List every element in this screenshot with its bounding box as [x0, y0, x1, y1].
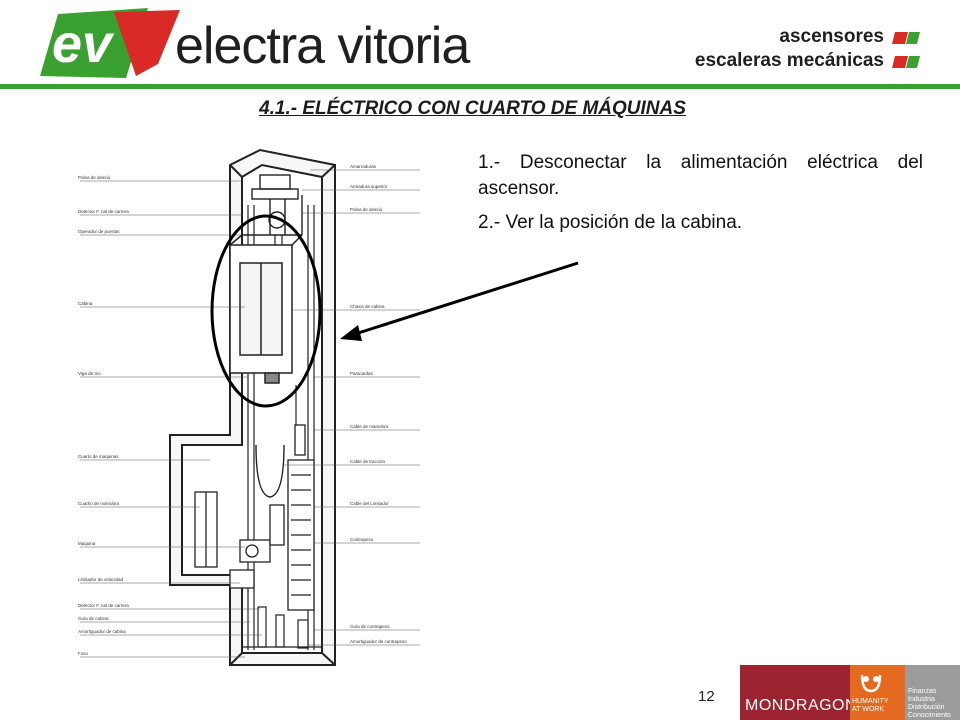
flag-icon: [892, 56, 920, 68]
flag-icon: [892, 32, 920, 44]
label-detector-final: Detector F. nal de carrera: [78, 209, 129, 214]
pointer-arrow-icon: [340, 261, 579, 341]
right-label-texts: Amarraduras Armadura superior Polea de d…: [350, 164, 407, 644]
area-4: Conocimiento: [908, 712, 951, 719]
label-contrapeso: Contrapeso: [350, 537, 374, 542]
tagline-2-text: escaleras mecánicas: [694, 50, 884, 71]
humanity-tag-1: HUMANITY: [852, 698, 889, 705]
counterweight: [287, 424, 315, 611]
label-cable-traccion: Cable de tracción: [350, 459, 386, 464]
label-armadura-superior: Armadura superior: [350, 184, 388, 189]
right-labels: [284, 169, 420, 646]
step-1: 1.- Desconectar la alimentación eléctric…: [478, 152, 923, 199]
tagline-escaleras: escaleras mecánicas: [695, 50, 920, 72]
label-viga-tiro: Viga de tiro: [78, 371, 101, 376]
label-cabina: Cabina: [78, 301, 93, 306]
humanity-icon: [860, 674, 882, 693]
label-guia-contrapeso: Guía de contrapeso: [350, 624, 390, 629]
steps-list: 1.- Desconectar la alimentación eléctric…: [478, 150, 923, 244]
areas-block: [905, 665, 960, 720]
electra-vitoria-logo-icon: ev: [40, 8, 180, 78]
label-polea-desvio-2: Polea de desvío: [350, 207, 383, 212]
humanity-tag-2: AT WORK: [852, 706, 885, 713]
areas-list: Finanzas Industria Distribución Conocimi…: [908, 688, 951, 720]
step-2: 2.- Ver la posición de la cabina.: [478, 212, 743, 233]
brand-name: electra vitoria: [175, 17, 470, 75]
label-chasis-cabina: Chasis de cabina: [350, 304, 385, 309]
humanity-tagline: HUMANITY AT WORK: [852, 698, 889, 714]
cabin-highlight-ellipse: [210, 214, 322, 408]
header-divider: [0, 84, 960, 89]
logo-letters: ev: [52, 14, 115, 74]
label-operador-puertas: Operador de puertas: [78, 229, 120, 234]
page-number: 12: [698, 688, 715, 705]
label-cable-maniobra: Cable de maniobra: [350, 424, 389, 429]
label-polea-desvio: Polea de desvío: [78, 175, 111, 180]
mondragon-wordmark: MONDRAGON: [745, 697, 858, 714]
elevator-diagram: Polea de desvío Detector F. nal de carre…: [78, 148, 420, 666]
label-amortiguador-cabina: Amortiguador de cabina: [78, 629, 126, 634]
tagline-ascensores: ascensores: [779, 26, 920, 48]
label-paracaidas: Paracaídas: [350, 371, 374, 376]
label-cuarto-maquinas: Cuarto de maquinas: [78, 454, 119, 459]
slide-title: 4.1.- ELÉCTRICO CON CUARTO DE MÁQUINAS: [259, 98, 686, 119]
left-labels: [80, 180, 262, 658]
label-detector-final-2: Detector F. nal de carrera: [78, 603, 129, 608]
traction-cable: [255, 444, 285, 498]
label-cable-limitador: Cable del Limitador: [350, 501, 389, 506]
tagline-1-text: ascensores: [779, 26, 884, 47]
label-amortiguador-contrapeso: Amortiguador de contrapeso: [350, 639, 407, 644]
mondragon-block: [740, 665, 850, 720]
area-3: Distribución: [908, 704, 945, 711]
label-foso: Foso: [78, 651, 89, 656]
label-amarraduras: Amarraduras: [350, 164, 377, 169]
label-guia-cabina: Guía de cabina: [78, 616, 109, 621]
area-2: Industria: [908, 696, 935, 703]
area-1: Finanzas: [908, 688, 937, 695]
label-cuadro-maniobra: Cuadro de maniobra: [78, 501, 120, 506]
pit-buffers: [242, 606, 322, 649]
label-maquina: Maquina: [78, 541, 96, 546]
left-label-texts: Polea de desvío Detector F. nal de carre…: [78, 175, 129, 656]
humanity-block: [850, 665, 905, 720]
machine-room: [194, 491, 285, 589]
cabin: [229, 234, 303, 384]
label-limitador: Limitador de velocidad: [78, 577, 124, 582]
